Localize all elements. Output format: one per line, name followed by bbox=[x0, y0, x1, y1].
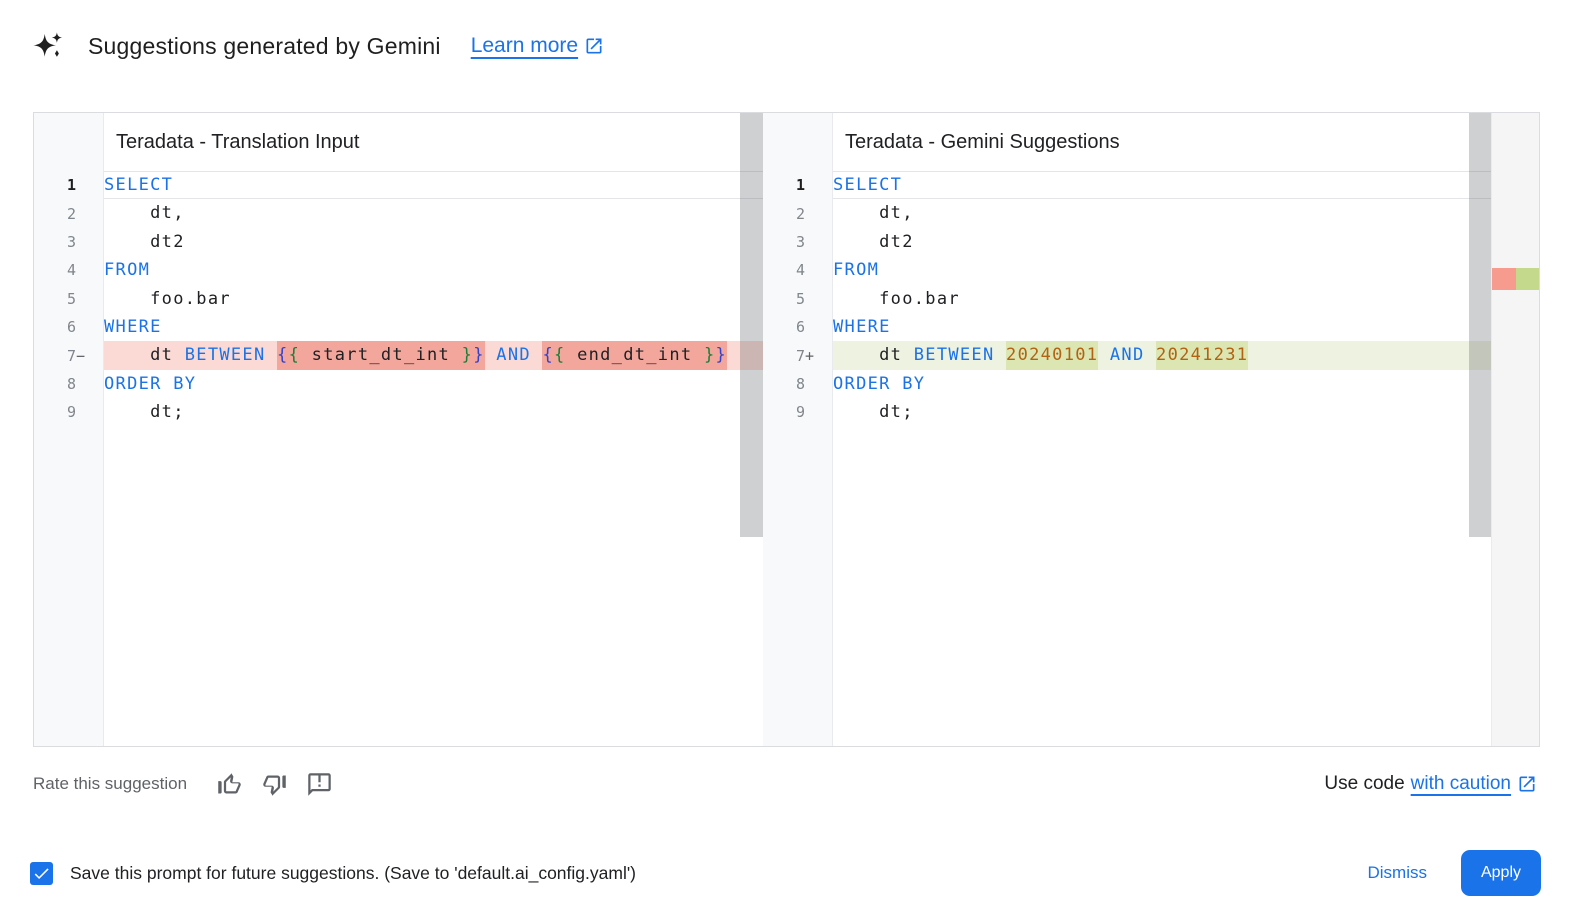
code-text: ORDER BY bbox=[833, 373, 926, 394]
code-line-1: 1 SELECT bbox=[34, 171, 763, 200]
save-prompt-label: Save this prompt for future suggestions.… bbox=[70, 862, 636, 883]
learn-more-link[interactable]: Learn more bbox=[471, 34, 604, 58]
code-text: dt2 bbox=[833, 231, 914, 252]
code-line-9: 9 dt; bbox=[34, 398, 763, 426]
code-line-5: 5 foo.bar bbox=[763, 285, 1491, 313]
code-line-4: 4 FROM bbox=[763, 256, 1491, 284]
line-number: 7+ bbox=[763, 347, 833, 365]
use-code-label: Use code bbox=[1324, 773, 1405, 794]
code-line-8: 8 ORDER BY bbox=[34, 370, 763, 398]
code-text: WHERE bbox=[104, 316, 162, 337]
thumb-up-button[interactable] bbox=[215, 770, 243, 798]
dialog-actions: Dismiss Apply bbox=[1354, 850, 1541, 896]
thumb-down-button[interactable] bbox=[260, 770, 288, 798]
line-number-gutter bbox=[763, 113, 833, 746]
rate-icons bbox=[215, 770, 333, 798]
code-line-5: 5 foo.bar bbox=[34, 285, 763, 313]
code-text: dt, bbox=[104, 203, 185, 224]
line-number: 9 bbox=[66, 403, 76, 422]
line-number: 8 bbox=[795, 374, 805, 393]
code-line-3: 3 dt2 bbox=[763, 228, 1491, 256]
code-text: ORDER BY bbox=[104, 373, 197, 394]
code-line-1: 1 SELECT bbox=[763, 171, 1491, 200]
diff-sign: + bbox=[805, 346, 815, 365]
open-in-new-icon bbox=[586, 38, 602, 54]
code-line-9: 9 dt; bbox=[763, 398, 1491, 426]
overview-marker-added bbox=[1515, 268, 1539, 290]
line-number: 1 bbox=[66, 176, 76, 195]
overview-marker-removed bbox=[1492, 268, 1516, 290]
feedback-row: Rate this suggestion Use code with cauti… bbox=[33, 768, 1537, 800]
line-number: 3 bbox=[795, 232, 805, 251]
code-text: dt; bbox=[104, 402, 185, 423]
report-feedback-button[interactable] bbox=[305, 770, 333, 798]
line-number: 8 bbox=[66, 374, 76, 393]
line-number: 1 bbox=[795, 176, 805, 195]
line-number: 3 bbox=[66, 232, 76, 251]
code-text: dt2 bbox=[104, 231, 185, 252]
checkmark-icon bbox=[34, 867, 49, 879]
panel-title-gemini-suggestions: Teradata - Gemini Suggestions bbox=[845, 130, 1120, 153]
code-text: foo.bar bbox=[833, 288, 960, 309]
diff-sign: − bbox=[76, 346, 86, 365]
scrollbar-thumb[interactable] bbox=[740, 113, 763, 537]
line-number-gutter bbox=[34, 113, 104, 746]
diff-overview-ruler[interactable] bbox=[1491, 113, 1539, 746]
code-line-7: 7− dt BETWEEN {{ start_dt_int }} AND {{ … bbox=[34, 341, 763, 370]
line-number: 5 bbox=[795, 289, 805, 308]
line-number: 2 bbox=[66, 204, 76, 223]
code-line-4: 4 FROM bbox=[34, 256, 763, 284]
code-text: dt BETWEEN {{ start_dt_int }} AND {{ end… bbox=[104, 341, 763, 370]
code-text: FROM bbox=[104, 260, 151, 281]
line-number: 4 bbox=[66, 261, 76, 280]
code-text: dt BETWEEN 20240101 AND 20241231 bbox=[833, 341, 1491, 370]
apply-button[interactable]: Apply bbox=[1461, 850, 1541, 896]
dismiss-button[interactable]: Dismiss bbox=[1354, 853, 1442, 893]
dialog-header: Suggestions generated by Gemini Learn mo… bbox=[33, 28, 604, 64]
line-number: 9 bbox=[795, 403, 805, 422]
scrollbar-thumb[interactable] bbox=[1469, 113, 1491, 537]
line-number: 6 bbox=[66, 318, 76, 337]
code-line-7: 7+ dt BETWEEN 20240101 AND 20241231 bbox=[763, 341, 1491, 370]
code-text: FROM bbox=[833, 260, 880, 281]
line-number: 4 bbox=[795, 261, 805, 280]
with-caution-link[interactable]: with caution bbox=[1410, 773, 1511, 794]
code-text: foo.bar bbox=[104, 288, 231, 309]
code-line-6: 6 WHERE bbox=[763, 313, 1491, 341]
dialog-title: Suggestions generated by Gemini bbox=[88, 32, 441, 59]
use-code-note: Use code with caution bbox=[1324, 773, 1537, 795]
code-line-2: 2 dt, bbox=[34, 199, 763, 227]
thumb-up-icon bbox=[217, 772, 241, 793]
code-line-3: 3 dt2 bbox=[34, 228, 763, 256]
save-prompt-checkbox[interactable] bbox=[30, 861, 53, 885]
panel-title-translation-input: Teradata - Translation Input bbox=[116, 130, 360, 153]
code-line-2: 2 dt, bbox=[763, 199, 1491, 227]
line-number: 5 bbox=[66, 289, 76, 308]
code-line-8: 8 ORDER BY bbox=[763, 370, 1491, 398]
line-number: 6 bbox=[795, 318, 805, 337]
open-in-new-icon bbox=[1519, 776, 1535, 792]
code-line-6: 6 WHERE bbox=[34, 313, 763, 341]
diff-overview-markers bbox=[1492, 268, 1539, 290]
code-text: dt, bbox=[833, 203, 914, 224]
thumb-down-icon bbox=[262, 775, 286, 796]
rate-label: Rate this suggestion bbox=[33, 774, 188, 793]
code-text: dt; bbox=[833, 402, 914, 423]
code-text: SELECT bbox=[833, 171, 1491, 200]
code-text: WHERE bbox=[833, 316, 891, 337]
line-number: 2 bbox=[795, 204, 805, 223]
line-number: 7− bbox=[34, 347, 104, 365]
feedback-icon bbox=[307, 772, 331, 796]
bottom-action-bar: Save this prompt for future suggestions.… bbox=[30, 849, 1541, 897]
code-text: SELECT bbox=[104, 171, 763, 200]
gemini-spark-icon bbox=[33, 32, 63, 57]
